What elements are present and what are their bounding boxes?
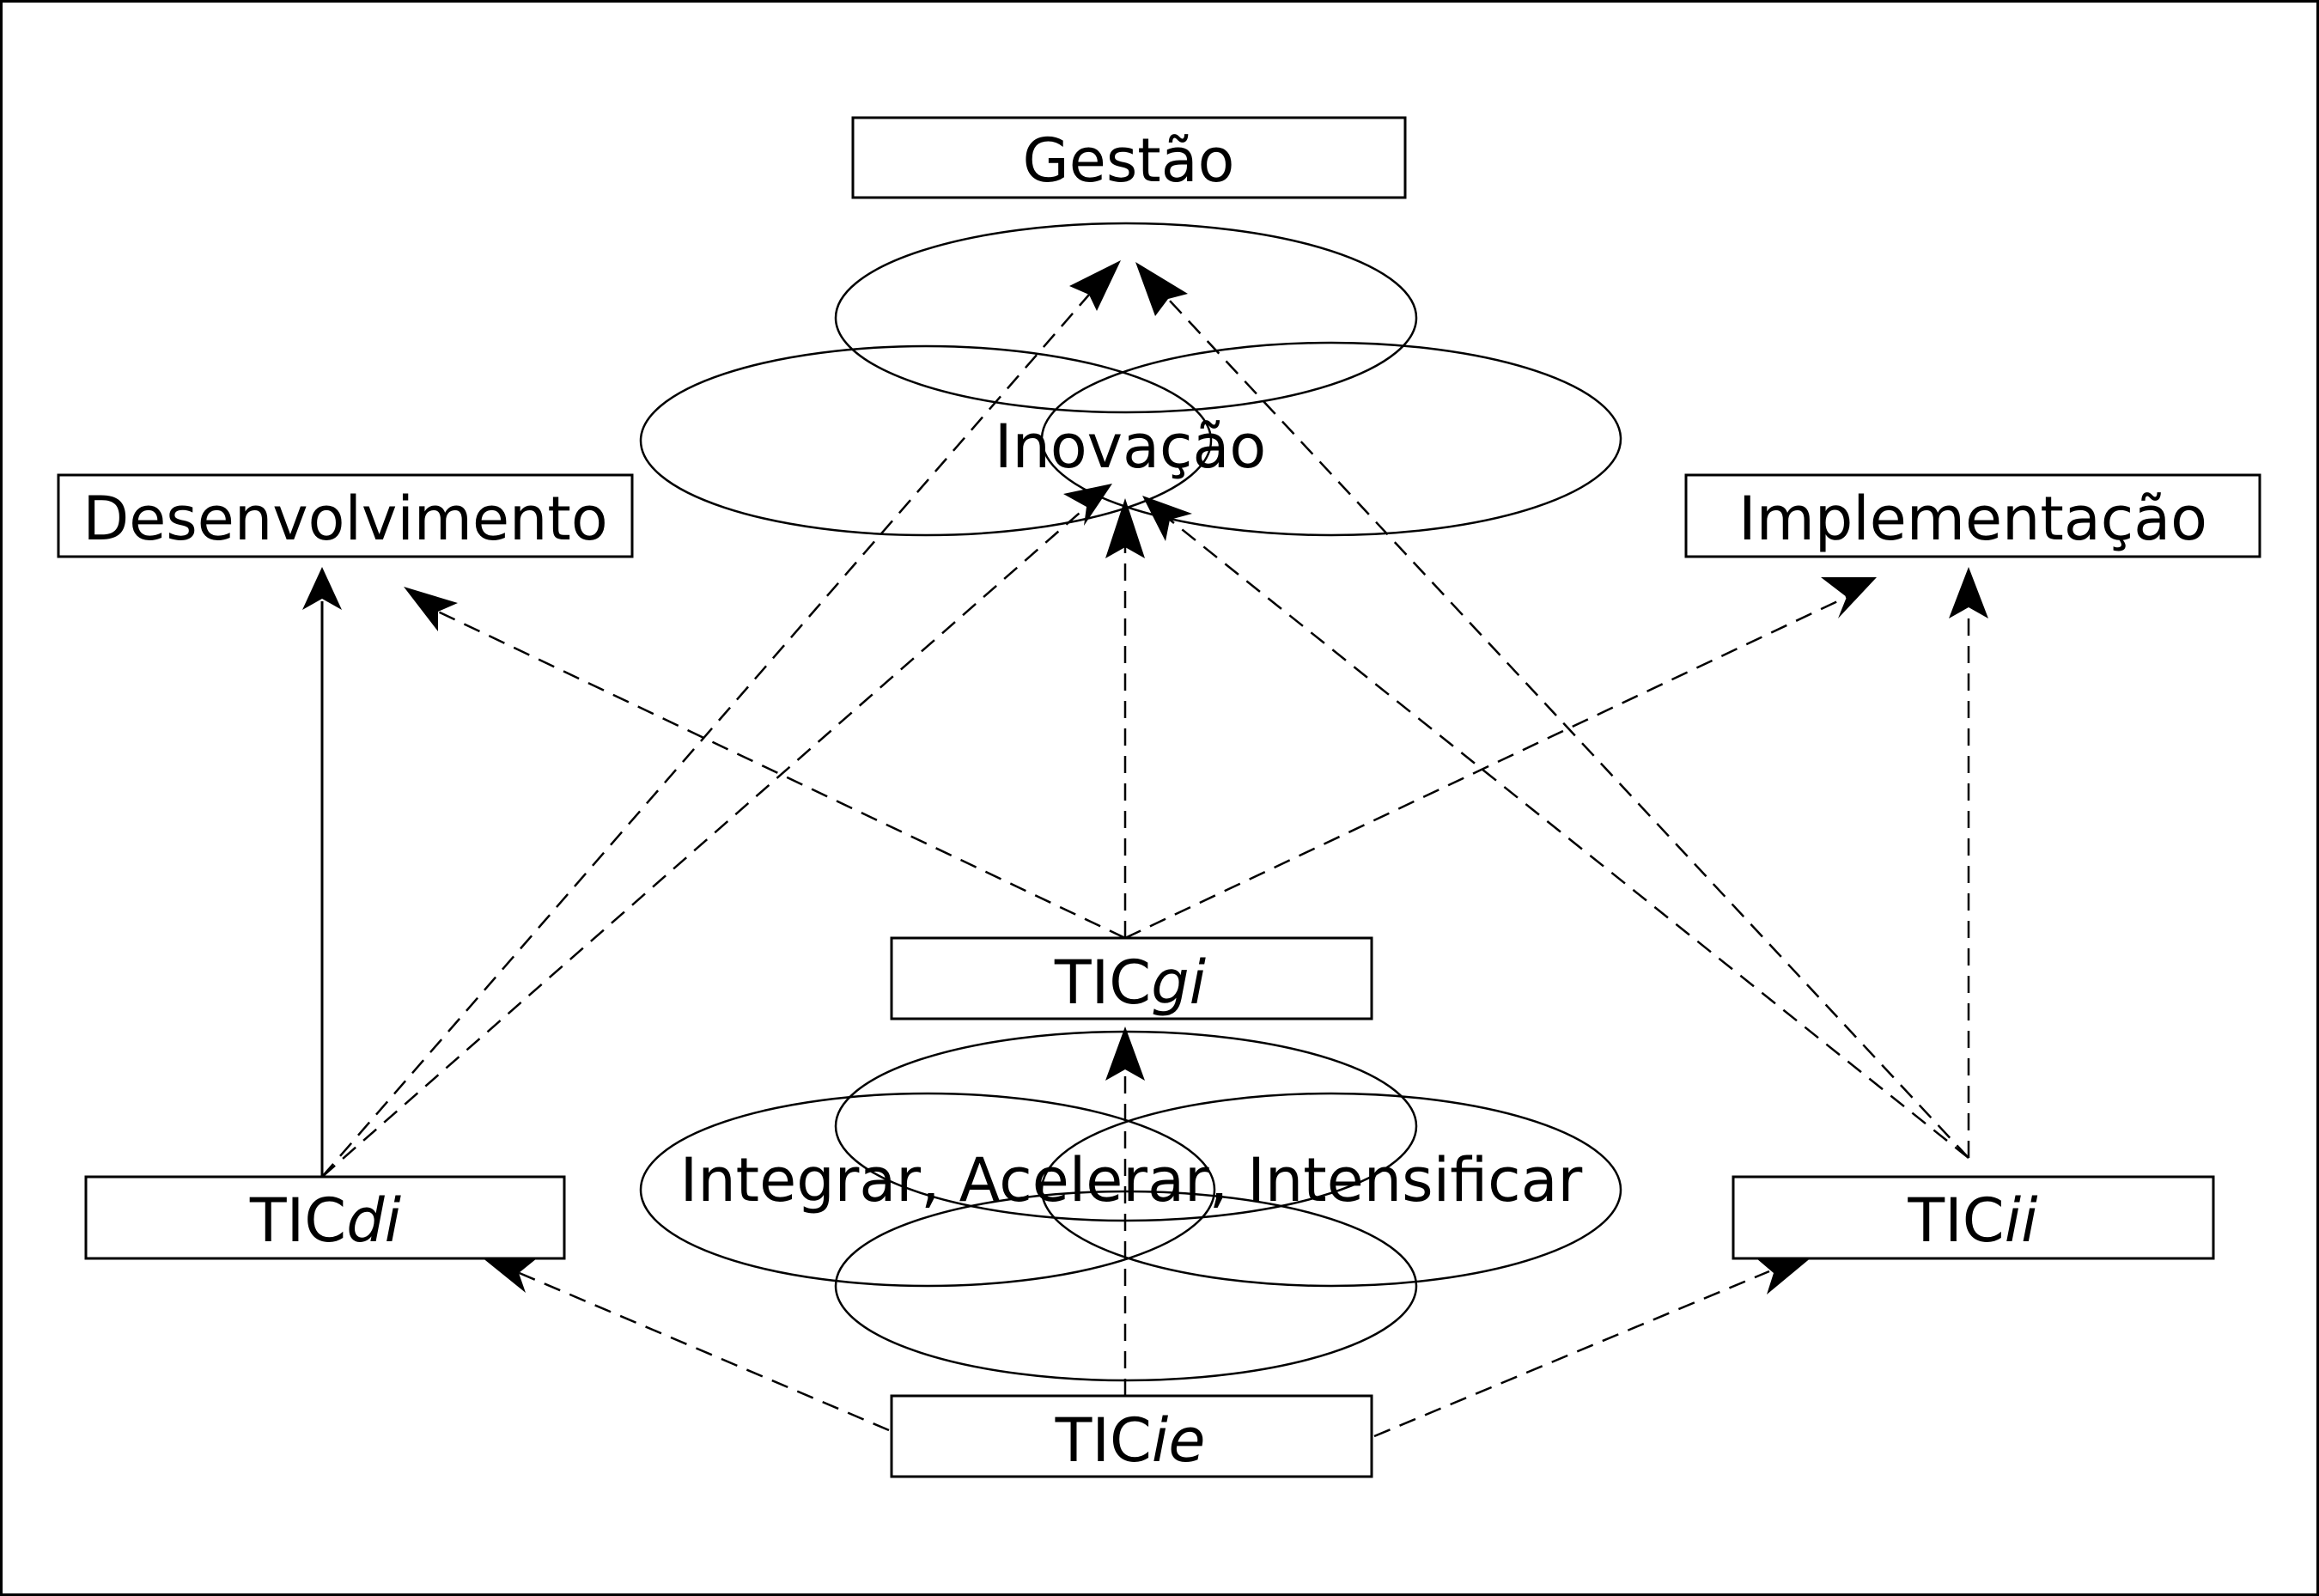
gestao-box <box>851 116 1407 199</box>
arrowhead-inovacao-center <box>1105 498 1145 558</box>
arrowhead-desenvolvimento-dashed <box>404 587 458 631</box>
arrowhead-inovacao-right <box>1142 496 1192 541</box>
gestao-label: Gestão <box>1023 125 1235 196</box>
edge-ticgi-implementacao <box>1124 595 1847 940</box>
arrowhead-gestao-right <box>1135 262 1188 316</box>
arrowheads <box>302 260 1988 1294</box>
ticdi-prefix: TIC <box>249 1185 346 1256</box>
venn-ellipse-left <box>639 1092 1216 1288</box>
ticie-box <box>890 1394 1373 1478</box>
arrowhead-gestao-left <box>1069 260 1121 311</box>
arrowhead-ticgi <box>1105 1026 1145 1081</box>
ticgi-suffix: gi <box>1151 947 1206 1018</box>
node-ticie: TICie <box>890 1394 1373 1478</box>
edge-ticgi-desenvolvimento <box>437 610 1126 940</box>
edge-ticdi-inovacao <box>321 506 1087 1178</box>
ticgi-label: TICgi <box>1054 947 1207 1018</box>
ticgi-prefix: TIC <box>1054 947 1151 1018</box>
edge-ticie-ticii <box>1373 1270 1770 1438</box>
implementacao-box <box>1684 473 2261 558</box>
node-desenvolvimento: Desenvolvimento <box>57 473 634 558</box>
venn-ellipse-right <box>1040 1092 1622 1288</box>
edge-ticii-inovacao <box>1169 519 1969 1159</box>
edge-ticii-gestao <box>1167 298 1969 1159</box>
ticie-suffix: ie <box>1152 1405 1206 1476</box>
ticii-suffix: ii <box>2005 1185 2038 1256</box>
node-ticdi: TICdi <box>84 1175 566 1260</box>
ticii-prefix: TIC <box>1907 1185 2004 1256</box>
edge-ticdi-gestao <box>321 294 1090 1178</box>
connectors <box>320 294 1970 1438</box>
arrowhead-desenvolvimento-solid <box>302 567 342 610</box>
ticie-label: TICie <box>1055 1405 1206 1476</box>
desenvolvimento-label: Desenvolvimento <box>82 484 607 554</box>
ticii-box <box>1732 1175 2215 1260</box>
arrowhead-implementacao-dashed <box>1821 577 1877 618</box>
node-ticgi: TICgi <box>890 936 1373 1020</box>
arrowhead-ticii <box>1756 1257 1812 1294</box>
ticdi-box <box>84 1175 566 1260</box>
venn-ellipse-left <box>639 344 1213 537</box>
desenvolvimento-box <box>57 473 634 558</box>
ticii-label: TICii <box>1907 1185 2038 1256</box>
ticie-prefix: TIC <box>1055 1405 1152 1476</box>
implementacao-label: Implementação <box>1738 484 2207 554</box>
ticdi-label: TICdi <box>249 1185 402 1256</box>
ticdi-suffix: di <box>346 1185 401 1256</box>
inovacao-venn <box>639 222 1622 537</box>
ticgi-box <box>890 936 1373 1020</box>
arrowhead-implementacao-vertical <box>1949 567 1988 618</box>
node-implementacao: Implementação <box>1684 473 2261 558</box>
edge-ticie-ticdi <box>514 1270 890 1432</box>
integrar-label: Integrar, Acelerar, Intensificar <box>680 1145 1583 1215</box>
arrowhead-ticdi <box>481 1257 537 1293</box>
venn-ellipse-top <box>834 222 1418 414</box>
arrowhead-inovacao-left <box>1063 484 1112 526</box>
inovacao-label: Inovação <box>995 411 1266 482</box>
node-gestao: Gestão <box>851 116 1407 199</box>
node-ticii: TICii <box>1732 1175 2215 1260</box>
venn-ellipse-right <box>1040 341 1622 537</box>
